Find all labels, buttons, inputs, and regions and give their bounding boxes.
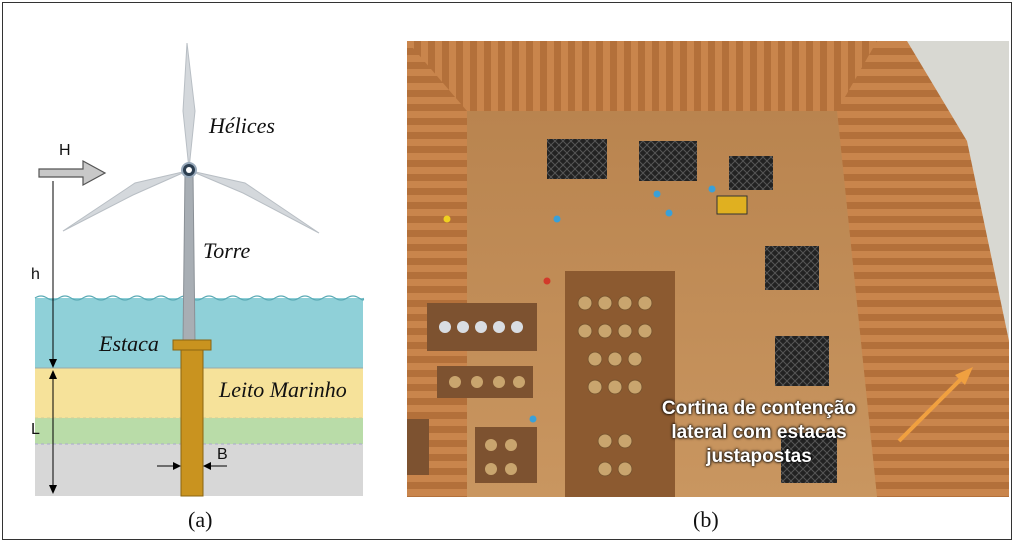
dim-h-arrowhead <box>49 359 57 368</box>
annotation-line-1: Cortina de contenção <box>661 398 857 419</box>
blade-right <box>190 170 320 234</box>
orange-arrow-head <box>955 367 973 385</box>
label-leito-marinho: Leito Marinho <box>218 377 347 402</box>
label-torre: Torre <box>203 238 251 263</box>
pile-cap-grid-3 <box>729 156 773 190</box>
label-B: B <box>217 446 228 463</box>
label-H: H <box>59 142 71 159</box>
pit-left-edge <box>407 419 429 475</box>
blade-top <box>182 42 196 170</box>
hub-center <box>186 167 192 173</box>
label-helices: Hélices <box>208 113 275 138</box>
caption-b: (b) <box>693 507 719 532</box>
blade-left <box>62 170 188 232</box>
water-surface <box>34 295 365 301</box>
street-top-right <box>907 41 1009 341</box>
pit-piles <box>577 295 653 477</box>
caption-a: (a) <box>188 507 213 532</box>
pile-cap-grid-5 <box>775 336 829 386</box>
dim-L-arrowhead-top <box>49 370 57 379</box>
panel-a-diagram: Hélices Torre Estaca Leito Marinho H h L… <box>23 33 373 503</box>
pile-cap-grid-4 <box>765 246 819 290</box>
annotation-line-2: lateral com estacas <box>671 422 847 443</box>
pile-cap-grid-1 <box>547 139 607 179</box>
tower <box>182 172 196 344</box>
pile-cap-grid-2 <box>639 141 697 181</box>
label-h: h <box>31 266 40 283</box>
bobcat-machine <box>716 195 748 215</box>
workers <box>443 185 716 423</box>
turbine-diagram: Hélices Torre Estaca Leito Marinho H h L… <box>31 42 365 497</box>
pit-left-1-piles <box>439 321 523 333</box>
pile <box>180 349 204 497</box>
annotation-line-3: justapostas <box>706 446 812 467</box>
pile-cap <box>172 339 212 351</box>
pit-left-3-piles <box>485 439 517 475</box>
excavation-photo <box>407 41 1009 497</box>
retaining-wall-annotation: Cortina de contenção lateral com estacas… <box>609 397 909 469</box>
pile-cap-grid-6 <box>781 433 837 483</box>
orange-arrow-line <box>897 373 967 443</box>
label-estaca: Estaca <box>98 331 159 356</box>
pit-left-2-piles <box>449 376 525 388</box>
load-arrow-H <box>38 159 107 187</box>
panel-b-photo: Cortina de contenção lateral com estacas… <box>407 41 1009 497</box>
dim-B-right-head <box>203 462 211 470</box>
dim-B-left-head <box>173 462 181 470</box>
dim-L-arrowhead-bottom <box>49 485 57 494</box>
right-retaining-wall <box>837 41 1009 497</box>
label-L: L <box>31 421 40 438</box>
pit-left-3 <box>475 427 537 483</box>
